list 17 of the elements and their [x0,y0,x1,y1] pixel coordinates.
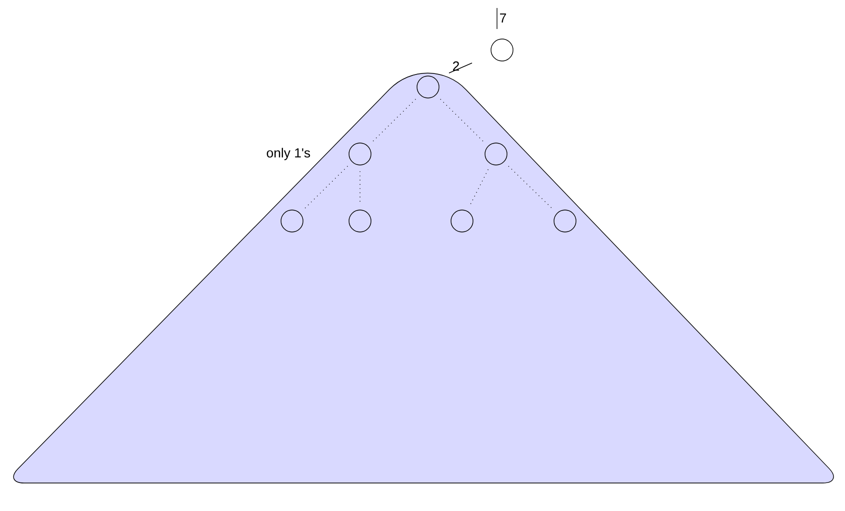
label: 2 [453,61,460,71]
side-label: only 1's [266,148,310,160]
circle [416,76,440,98]
circle [554,210,576,232]
circle [450,210,474,232]
circle [280,210,304,232]
dotted-line [304,166,348,210]
dotted-line [508,166,553,210]
label: 7 [500,13,506,23]
triangle-region [13,72,834,484]
circle [348,142,372,166]
circle [348,210,372,232]
circle [484,142,508,166]
dotted-line [440,98,484,142]
dotted-line [470,169,489,206]
circle [490,38,514,62]
dotted-line [372,98,416,142]
